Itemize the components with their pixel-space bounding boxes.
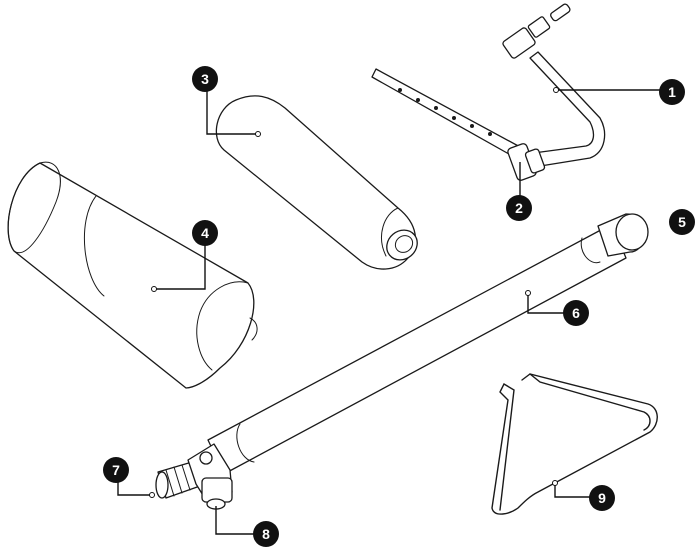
callout-8-label: 8 [262, 526, 270, 542]
filter-cartridge [215, 95, 418, 270]
callout-8: 8 [253, 521, 279, 547]
callout-6-label: 6 [572, 305, 580, 321]
callout-5-label: 5 [678, 214, 686, 230]
callout-4-label: 4 [201, 225, 209, 241]
curved-inlet-tube [502, 3, 606, 169]
callout-5: 5 [669, 209, 695, 235]
callout-9: 9 [589, 485, 615, 511]
callout-7: 7 [103, 457, 129, 483]
housing-tube [207, 213, 646, 475]
callout-2-label: 2 [515, 200, 523, 216]
perforated-rod [371, 68, 523, 159]
callout-1: 1 [659, 79, 685, 105]
wire-hanger [491, 373, 658, 515]
leader-anchors [149, 87, 559, 498]
callout-3-label: 3 [201, 71, 209, 87]
callout-9-label: 9 [598, 490, 606, 506]
callout-1-label: 1 [668, 84, 676, 100]
compression-nut [507, 143, 546, 181]
rod-holes [398, 88, 492, 136]
callout-3: 3 [192, 66, 218, 92]
foam-sleeve [7, 161, 258, 389]
outlet-elbow-fitting [187, 443, 233, 510]
threaded-inlet-fitting [155, 461, 201, 499]
callout-6: 6 [563, 300, 589, 326]
bracket [615, 213, 649, 251]
callout-7-label: 7 [112, 462, 120, 478]
callout-4: 4 [192, 220, 218, 246]
callout-2: 2 [506, 195, 532, 221]
